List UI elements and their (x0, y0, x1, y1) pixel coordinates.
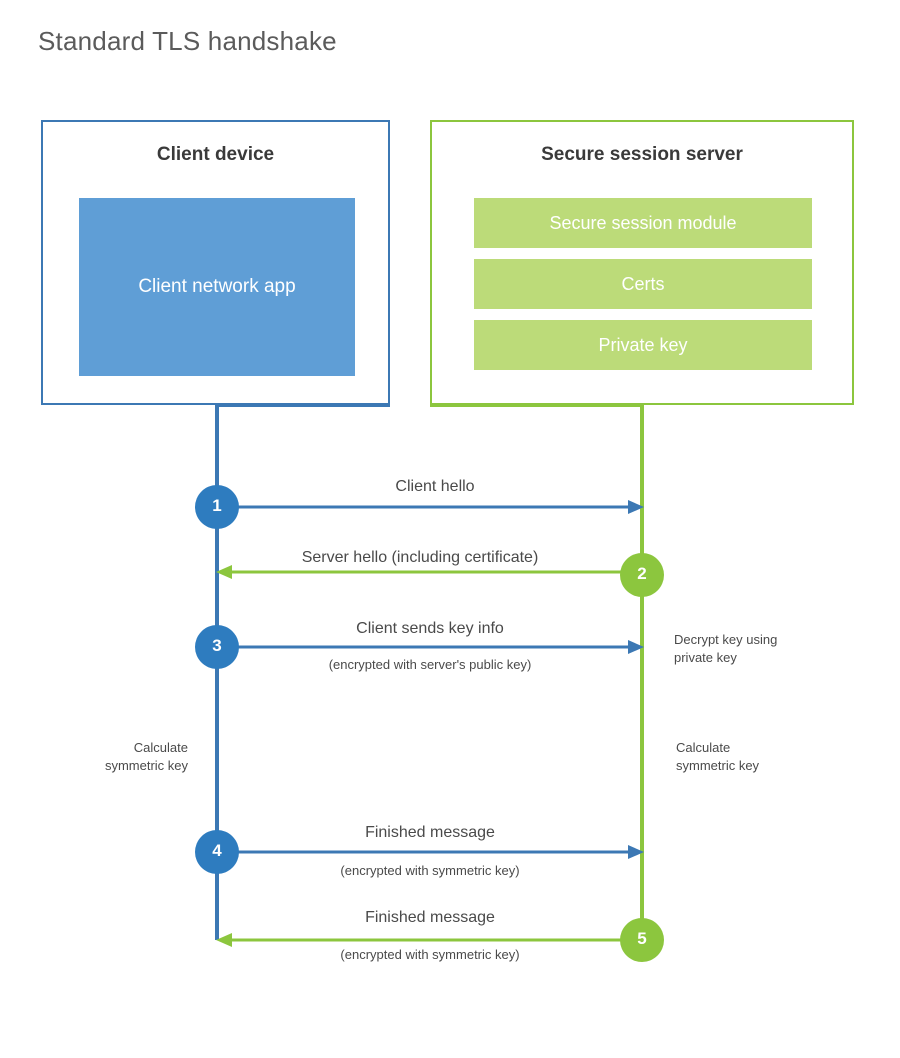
step-number-5: 5 (637, 929, 647, 948)
note-client-calculate-symmetric-key: Calculate symmetric key (104, 740, 188, 773)
arrow-head-step-1 (628, 500, 644, 514)
message-sublabel-step-5: (encrypted with symmetric key) (340, 947, 520, 962)
step-number-1: 1 (212, 496, 222, 515)
arrow-head-step-3 (628, 640, 644, 654)
client-network-app-block: Client network app (79, 198, 355, 376)
arrow-head-step-2 (216, 565, 232, 579)
arrow-head-step-5 (216, 933, 232, 947)
client-device-title: Client device (156, 144, 275, 165)
note-server-calculate-symmetric-key: Calculate symmetric key (676, 740, 760, 773)
message-label-step-3: Client sends key info (356, 620, 504, 637)
secure-session-server-title: Secure session server (541, 144, 743, 165)
server-module-secure-session-module: Secure session module (474, 198, 812, 248)
message-label-step-4: Finished message (365, 824, 495, 841)
page-title: Standard TLS handshake (38, 26, 337, 56)
message-sublabel-step-4: (encrypted with symmetric key) (340, 863, 520, 878)
server-module-list: Secure session module Certs Private key (474, 198, 812, 370)
server-module-certs: Certs (474, 259, 812, 309)
secure-session-server-box: Secure session server Secure session mod… (430, 120, 854, 405)
step-number-2: 2 (637, 564, 647, 583)
step-number-3: 3 (212, 636, 222, 655)
note-server-decrypt-key: Decrypt key using private key (674, 632, 778, 665)
client-device-box: Client device Client network app (41, 120, 390, 405)
message-label-step-2: Server hello (including certificate) (301, 549, 539, 566)
message-sublabel-step-3: (encrypted with server's public key) (328, 657, 532, 672)
message-label-step-1: Client hello (395, 478, 475, 495)
server-module-private-key: Private key (474, 320, 812, 370)
step-number-4: 4 (212, 841, 222, 860)
message-label-step-5: Finished message (365, 909, 495, 926)
arrow-head-step-4 (628, 845, 644, 859)
